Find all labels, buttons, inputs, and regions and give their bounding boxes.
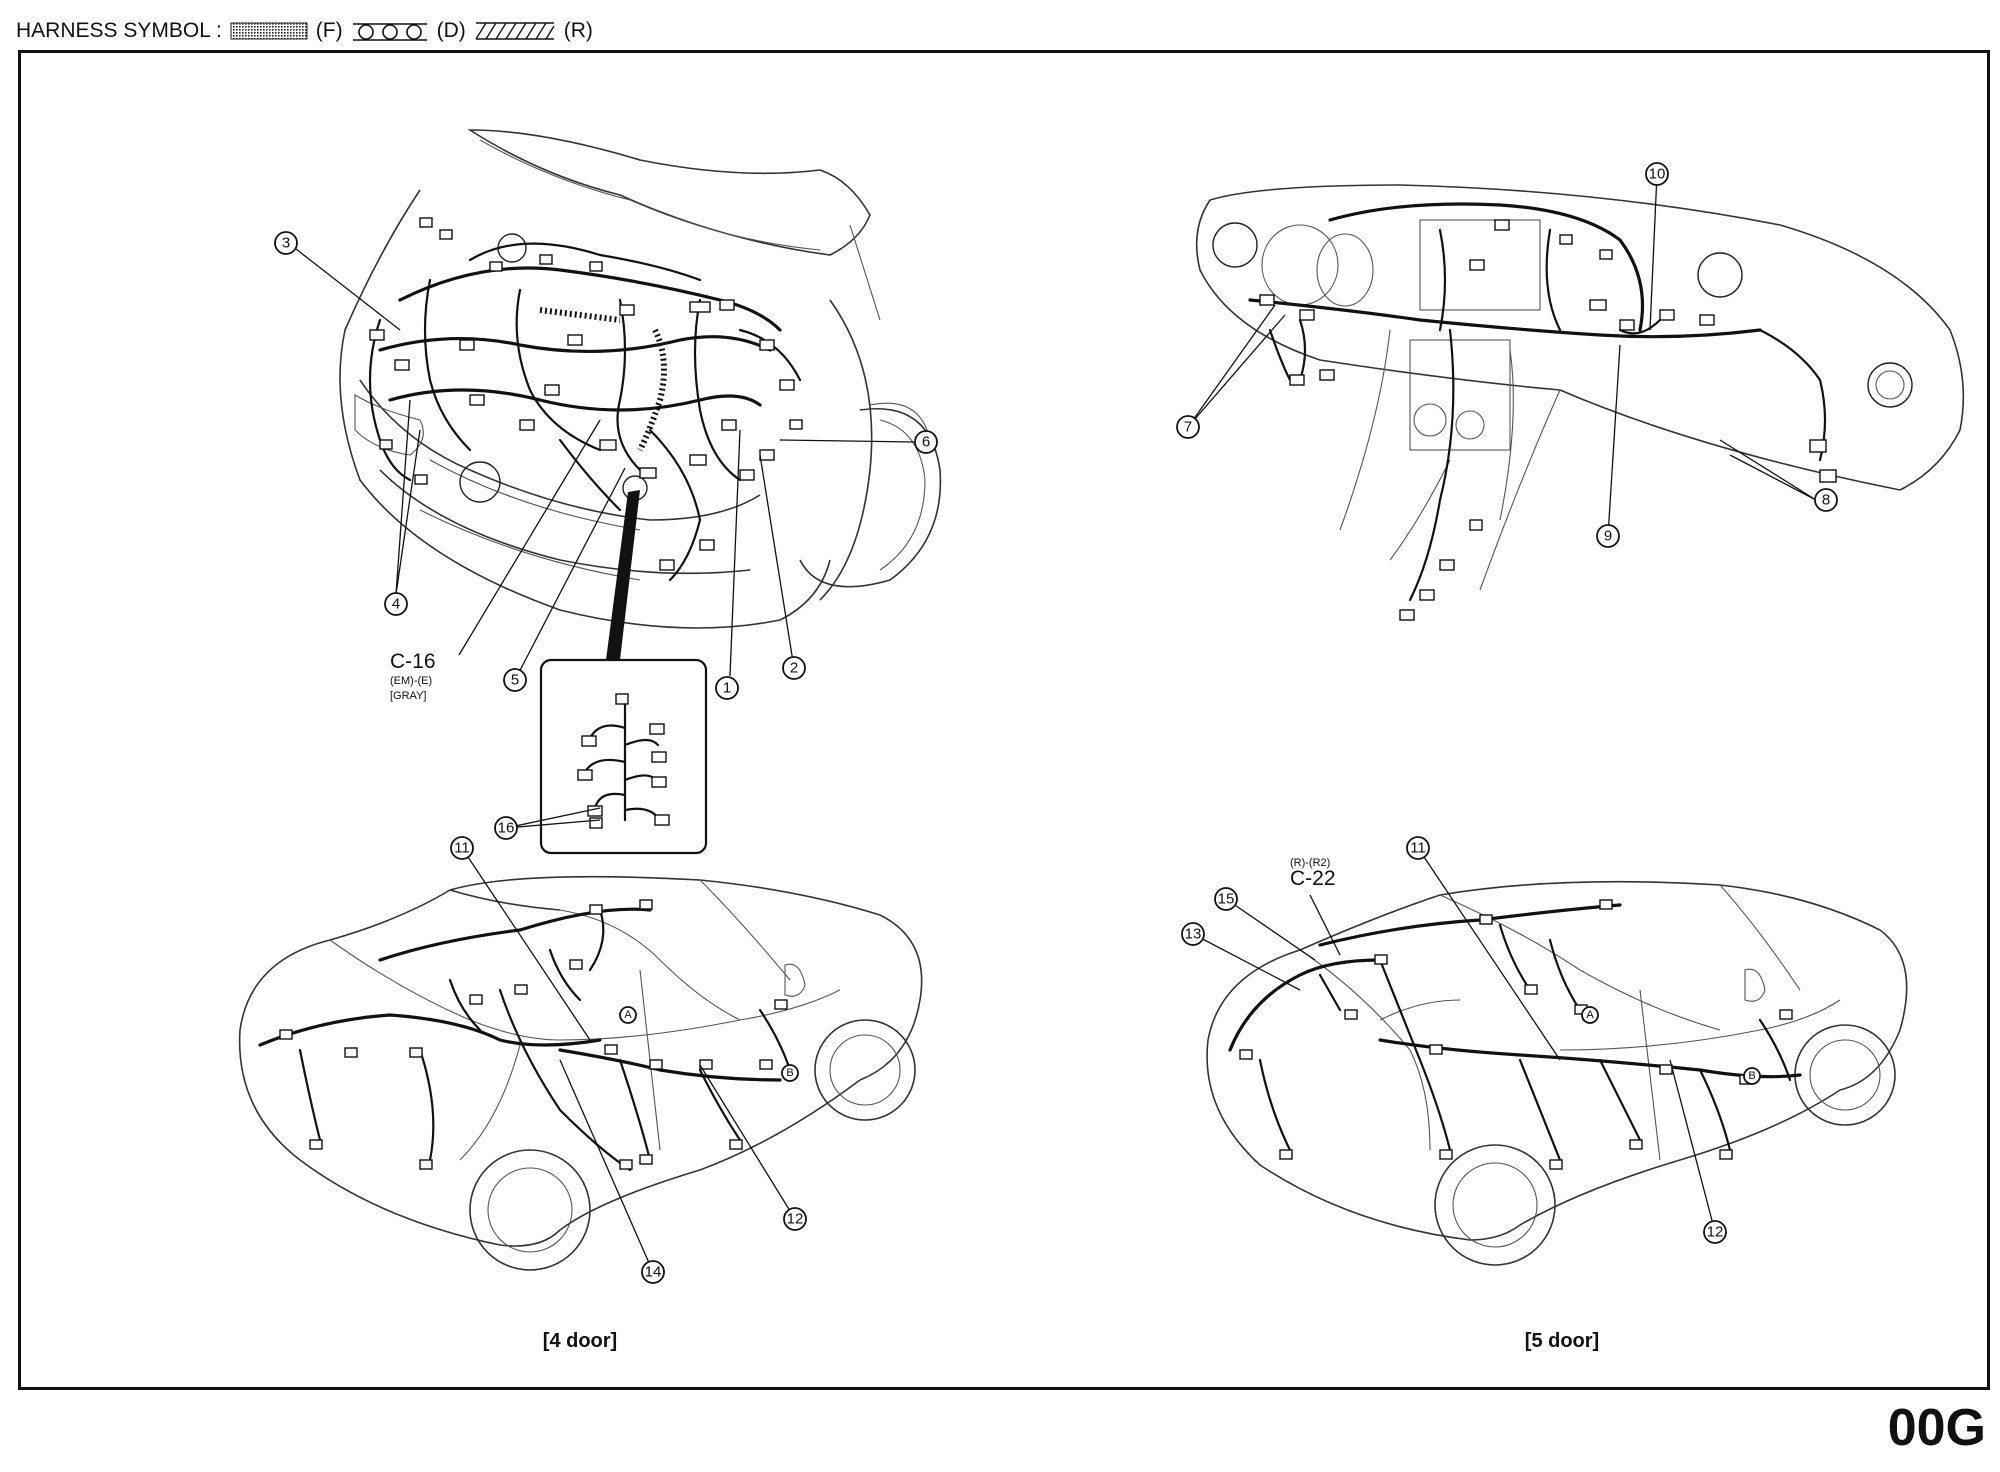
- callout-10: 10: [1645, 162, 1669, 186]
- svg-text:2: 2: [790, 660, 798, 677]
- callout-a-five-door: A: [1581, 1006, 1599, 1024]
- rear-harness-symbol: [475, 22, 555, 40]
- svg-text:1: 1: [723, 680, 731, 697]
- c16-color: [GRAY]: [390, 690, 426, 702]
- svg-text:12: 12: [787, 1211, 804, 1228]
- five-door-caption: [5 door]: [1525, 1330, 1599, 1352]
- instrument-panel-view: [1195, 184, 1965, 621]
- svg-text:B: B: [1748, 1070, 1755, 1082]
- callout-8: 8: [1814, 488, 1838, 512]
- legend-title: HARNESS SYMBOL :: [16, 19, 222, 42]
- legend-r-label: (R): [563, 19, 593, 42]
- svg-text:7: 7: [1184, 419, 1192, 436]
- svg-text:12: 12: [1707, 1224, 1724, 1241]
- five-door-view: [1206, 880, 1908, 1266]
- front-harness-symbol: [230, 22, 308, 40]
- callout-12-four-door: 12: [783, 1207, 807, 1231]
- callout-16: 16: [494, 816, 518, 840]
- svg-text:A: A: [624, 1009, 632, 1021]
- svg-text:4: 4: [392, 596, 400, 613]
- callout-14: 14: [641, 1260, 665, 1284]
- c22-code: C-22: [1290, 867, 1336, 890]
- connector-c16-label: C-16 (EM)-(E) [GRAY]: [390, 650, 436, 702]
- callout-9: 9: [1596, 524, 1620, 548]
- callout-leaders: [295, 173, 1817, 1273]
- page-code: 00G: [1887, 1399, 1986, 1457]
- callout-a-four-door: A: [619, 1006, 637, 1024]
- c16-code: C-16: [390, 650, 436, 673]
- connector-c22-label: (R)-(R2) C-22: [1290, 857, 1336, 890]
- callout-b-five-door: B: [1743, 1067, 1761, 1085]
- callout-11-four-door: 11: [450, 836, 474, 860]
- legend-f-label: (F): [315, 19, 343, 42]
- legend-d-label: (D): [436, 19, 466, 42]
- svg-text:6: 6: [922, 434, 930, 451]
- svg-text:9: 9: [1604, 528, 1612, 545]
- svg-text:10: 10: [1649, 166, 1666, 183]
- engine-compartment-view: [339, 129, 942, 660]
- callout-7: 7: [1176, 415, 1200, 439]
- callout-11-five-door: 11: [1406, 836, 1430, 860]
- svg-text:14: 14: [645, 1264, 662, 1281]
- svg-text:B: B: [786, 1067, 793, 1079]
- callout-5: 5: [503, 668, 527, 692]
- svg-text:3: 3: [282, 235, 290, 252]
- svg-text:15: 15: [1218, 891, 1235, 908]
- callout-2: 2: [782, 656, 806, 680]
- callout-1: 1: [715, 676, 739, 700]
- callout-13: 13: [1181, 922, 1205, 946]
- svg-text:5: 5: [511, 672, 519, 689]
- svg-text:11: 11: [454, 840, 470, 857]
- callout-15: 15: [1214, 887, 1238, 911]
- diagram-frame: [18, 50, 1990, 1390]
- callout-12-five-door: 12: [1703, 1220, 1727, 1244]
- callout-4: 4: [384, 592, 408, 616]
- harness-symbol-legend: HARNESS SYMBOL : (F) (D) (R): [16, 14, 593, 48]
- svg-text:16: 16: [498, 820, 515, 837]
- four-door-caption: [4 door]: [543, 1330, 617, 1352]
- svg-text:A: A: [1586, 1009, 1594, 1021]
- dash-harness-symbol: [352, 23, 427, 41]
- callout-6: 6: [914, 430, 938, 454]
- callout-b-four-door: B: [781, 1064, 799, 1082]
- c22-harness: (R)-(R2): [1290, 857, 1330, 869]
- connector-detail-inset: [539, 658, 708, 855]
- callout-3: 3: [274, 231, 298, 255]
- svg-text:11: 11: [1410, 840, 1426, 857]
- svg-text:8: 8: [1822, 492, 1830, 509]
- c16-harness: (EM)-(E): [390, 675, 432, 687]
- svg-text:13: 13: [1185, 926, 1202, 943]
- four-door-view: [238, 875, 923, 1271]
